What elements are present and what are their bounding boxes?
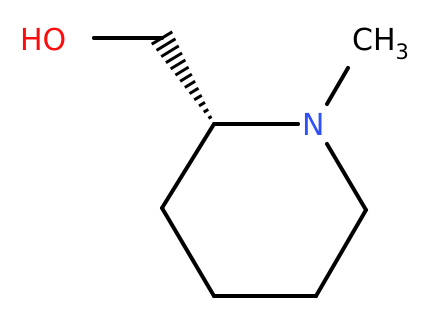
hash-stroke (188, 86, 200, 95)
hash-stroke (155, 37, 177, 52)
hash-stroke (165, 51, 183, 64)
hashed-wedge-bond (150, 30, 213, 120)
hash-stroke (174, 65, 190, 77)
hash-stroke (207, 115, 213, 120)
hydroxyl-label: HO (20, 23, 66, 58)
hash-stroke (198, 101, 206, 108)
hash-stroke (179, 72, 193, 83)
methyl-subscript: 3 (396, 40, 409, 64)
piperidine-ring (160, 122, 368, 298)
bond-c6-n (325, 142, 368, 212)
bond-c5-c6 (314, 208, 368, 298)
hash-stroke (184, 79, 196, 89)
nitrogen-label: N (302, 108, 324, 143)
hash-stroke (160, 44, 180, 58)
methyl-label-main: CH (352, 23, 396, 58)
bond-c2-c3 (160, 122, 216, 210)
methyl-label: CH3 (352, 23, 409, 64)
hash-stroke (202, 108, 210, 114)
bond-c3-c4 (160, 206, 216, 298)
hash-stroke (150, 30, 174, 46)
bond-n-methyl (325, 66, 350, 106)
hash-stroke (193, 94, 203, 102)
hash-stroke (169, 58, 187, 71)
